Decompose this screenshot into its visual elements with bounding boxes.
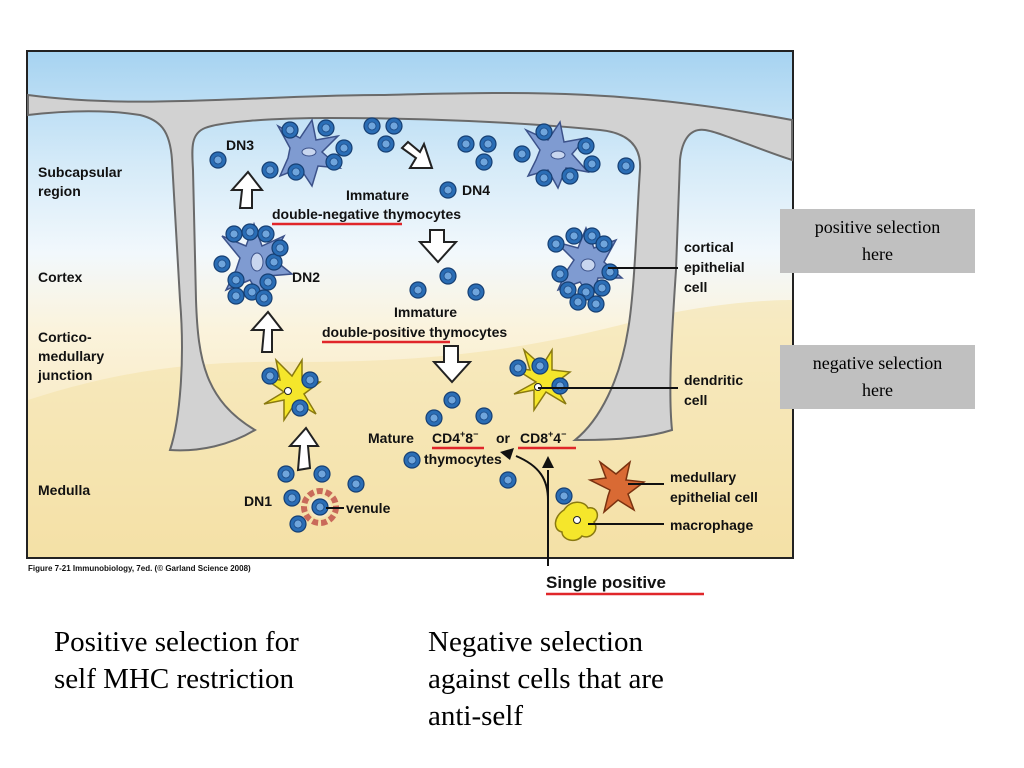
label-thymocytes: thymocytes [424, 451, 502, 467]
label-cd4: CD4+8− [432, 429, 478, 446]
single-positive-label: Single positive [546, 573, 666, 592]
label-dendritic-1: dendritic [684, 372, 743, 388]
label-immature-dn-line1: Immature [346, 187, 409, 203]
label-immature-dp-line1: Immature [394, 304, 457, 320]
leader-arrowheads [500, 448, 554, 468]
negative-selection-box: negative selection here [780, 345, 975, 409]
arrow-dp-to-mature [431, 345, 473, 384]
capsule-and-septa [27, 92, 793, 452]
region-label-cortex: Cortex [38, 269, 83, 285]
leader-lines [326, 267, 678, 566]
arrow-dn1-to-medulla [287, 426, 320, 472]
label-dn2: DN2 [292, 269, 320, 285]
arrow-dn4-to-dp [417, 229, 459, 264]
figure-caption: Figure 7-21 Immunobiology, 7ed. (© Garla… [28, 564, 251, 573]
label-cortical-3: cell [684, 279, 707, 295]
positive-selection-box-line2: here [862, 244, 893, 264]
label-immature-dp-line2: double-positive thymocytes [322, 324, 507, 340]
negative-caption-line3: anti-self [428, 700, 524, 732]
label-medullary-2: epithelial cell [670, 489, 758, 505]
label-cortical-1: cortical [684, 239, 734, 255]
label-immature-dn-line2: double-negative thymocytes [272, 206, 461, 222]
arrow-to-dn2 [249, 310, 285, 353]
red-underlines [272, 222, 704, 596]
label-dn4: DN4 [462, 182, 490, 198]
positive-selection-box-line1: positive selection [814, 217, 941, 237]
positive-selection-box: positive selection here [780, 209, 975, 273]
label-macrophage: macrophage [670, 517, 753, 533]
positive-selection-caption: Positive selection for self MHC restrict… [54, 624, 299, 698]
label-medullary-1: medullary [670, 469, 736, 485]
arrow-dn3-to-dn4 [400, 140, 434, 169]
region-label-medulla: Medulla [38, 482, 90, 498]
arrow-to-dn3 [229, 170, 265, 209]
negative-caption-line1: Negative selection [428, 626, 643, 658]
label-or: or [496, 430, 511, 446]
label-mature: Mature [368, 430, 414, 446]
label-dn1: DN1 [244, 493, 272, 509]
progression-arrows [229, 140, 473, 472]
label-cd8: CD8+4− [520, 429, 566, 446]
label-venule: venule [346, 500, 391, 516]
label-dendritic-2: cell [684, 392, 707, 408]
negative-selection-box-line1: negative selection [812, 353, 943, 373]
medullary-epithelial-cell [587, 459, 646, 515]
negative-caption-line2: against cells that are [428, 663, 664, 695]
macrophage [554, 501, 599, 542]
negative-selection-box-line2: here [862, 380, 893, 400]
negative-selection-caption: Negative selection against cells that ar… [428, 624, 664, 735]
positive-caption-line1: Positive selection for [54, 626, 299, 658]
label-cortical-2: epithelial [684, 259, 745, 275]
label-dn3: DN3 [226, 137, 254, 153]
positive-caption-line2: self MHC restriction [54, 663, 295, 695]
